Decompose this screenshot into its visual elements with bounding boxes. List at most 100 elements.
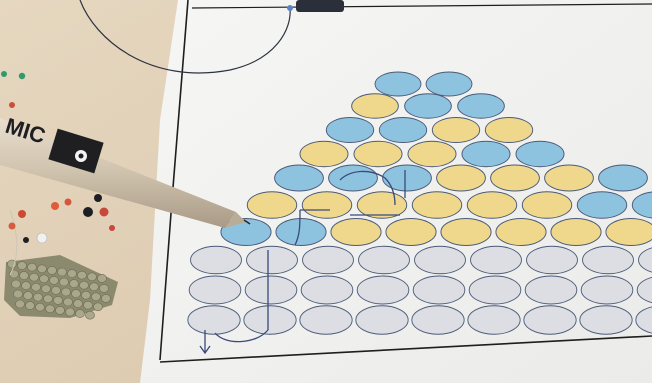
yellow-bead	[331, 219, 381, 246]
beadwork-bead	[38, 265, 47, 273]
yellow-bead	[606, 219, 652, 246]
beadwork-bead	[16, 300, 25, 308]
gray-bead	[300, 306, 352, 335]
gray-bead	[188, 306, 240, 335]
gray-bead	[189, 276, 241, 304]
beadwork-bead	[58, 268, 67, 276]
beadwork-bead	[74, 300, 83, 308]
blue-bead	[599, 165, 648, 191]
blue-bead	[375, 72, 421, 96]
blue-bead	[577, 192, 627, 219]
beadwork-bead	[76, 310, 85, 318]
gray-bead	[303, 246, 354, 274]
yellow-bead	[496, 219, 546, 246]
beadwork-bead	[72, 290, 81, 298]
gray-bead	[357, 276, 409, 304]
beadwork-bead	[86, 311, 95, 319]
beadwork-bead	[12, 280, 21, 288]
yellow-bead	[247, 192, 297, 219]
gray-bead	[527, 246, 578, 274]
beadwork-bead	[60, 278, 69, 286]
beadwork-bead	[84, 301, 93, 309]
beadwork-bead	[50, 276, 59, 284]
beadwork-bead	[68, 270, 77, 278]
blue-bead	[275, 165, 324, 191]
beadwork-bead	[52, 286, 61, 294]
beadwork-bead	[62, 288, 71, 296]
blue-bead	[379, 118, 426, 143]
blue-bead	[405, 94, 452, 119]
beadwork-bead	[70, 280, 79, 288]
yellow-bead	[522, 192, 572, 219]
blue-bead	[462, 141, 510, 167]
yellow-bead	[491, 165, 540, 191]
yellow-bead	[467, 192, 517, 219]
beadwork-bead	[24, 292, 33, 300]
beadwork-bead	[40, 275, 49, 283]
beadwork-bead	[54, 296, 63, 304]
beadwork-bead	[94, 303, 103, 311]
yellow-bead	[545, 165, 594, 191]
beadwork-bead	[26, 302, 35, 310]
yellow-bead	[412, 192, 462, 219]
yellow-bead	[437, 165, 486, 191]
blue-bead	[383, 165, 432, 191]
beadwork-bead	[36, 303, 45, 311]
beadwork-bead	[56, 306, 65, 314]
beadwork-bead	[30, 273, 39, 281]
beadwork-bead	[42, 285, 51, 293]
gray-bead	[471, 246, 522, 274]
beadwork-bead	[44, 295, 53, 303]
gray-bead	[413, 276, 465, 304]
blue-bead	[276, 219, 326, 246]
beadwork-bead	[90, 283, 99, 291]
beadwork-bead	[92, 293, 101, 301]
yellow-bead	[432, 118, 479, 143]
gray-bead	[245, 276, 297, 304]
gray-bead	[356, 306, 408, 335]
blue-bead	[326, 118, 373, 143]
yellow-bead	[441, 219, 491, 246]
yellow-bead	[408, 141, 456, 167]
yellow-bead	[357, 192, 407, 219]
beadwork-bead	[14, 290, 23, 298]
gray-bead	[580, 306, 632, 335]
yellow-bead	[302, 192, 352, 219]
blue-bead	[458, 94, 505, 119]
beadwork-bead	[48, 266, 57, 274]
gray-bead	[191, 246, 242, 274]
gray-bead	[468, 306, 520, 335]
beadwork-bead	[20, 272, 29, 280]
beadwork-bead	[78, 271, 87, 279]
beadwork-bead	[22, 282, 31, 290]
blue-bead	[516, 141, 564, 167]
beadwork-bead	[80, 281, 89, 289]
blue-bead	[329, 165, 378, 191]
beadwork-bead	[46, 305, 55, 313]
beadwork-bead	[66, 308, 75, 316]
gray-bead	[247, 246, 298, 274]
gray-bead	[415, 246, 466, 274]
beadwork-bead	[18, 262, 27, 270]
gray-bead	[359, 246, 410, 274]
yellow-bead	[386, 219, 436, 246]
beadwork-bead	[102, 294, 111, 302]
beadwork-bead	[82, 291, 91, 299]
yellow-bead	[354, 141, 402, 167]
beadwork-bead	[28, 263, 37, 271]
beadwork-bead	[64, 298, 73, 306]
gray-bead	[525, 276, 577, 304]
beadwork-bead	[88, 273, 97, 281]
gray-bead	[244, 306, 296, 335]
beadwork-bead	[100, 284, 109, 292]
yellow-bead	[485, 118, 532, 143]
gray-bead	[301, 276, 353, 304]
gray-bead	[581, 276, 633, 304]
yellow-bead	[352, 94, 399, 119]
gray-bead	[412, 306, 464, 335]
beadwork-bead	[98, 274, 107, 282]
gray-bead	[469, 276, 521, 304]
yellow-bead	[300, 141, 348, 167]
yellow-bead	[551, 219, 601, 246]
